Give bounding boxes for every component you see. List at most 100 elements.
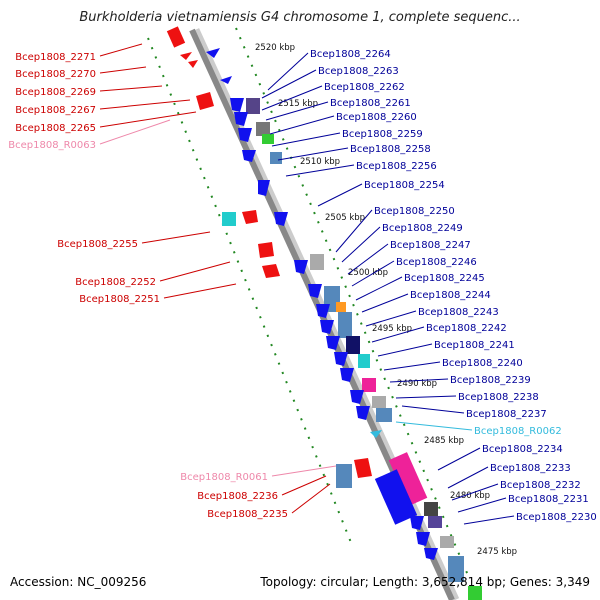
- gene-arrow: [230, 98, 244, 112]
- leader-line: [347, 243, 389, 275]
- leader-line: [395, 421, 473, 431]
- gene-arrow: [340, 368, 354, 382]
- kbp-label: 2485 kbp: [424, 436, 464, 446]
- gene-block: [468, 586, 482, 600]
- gene-label[interactable]: Bcep1808_2233: [490, 463, 571, 474]
- gene-arrow: [234, 112, 248, 126]
- gene-arrow: [424, 548, 438, 560]
- gene-label[interactable]: Bcep1808_2264: [310, 49, 391, 60]
- gene-arrow: [370, 430, 382, 438]
- gene-label[interactable]: Bcep1808_R0063: [8, 140, 96, 151]
- leader-line: [265, 101, 329, 121]
- gene-label[interactable]: Bcep1808_2261: [330, 98, 411, 109]
- leader-line: [271, 465, 337, 477]
- gene-block: [448, 556, 464, 582]
- gene-label[interactable]: Bcep1808_2267: [15, 105, 96, 116]
- leader-line: [281, 475, 327, 496]
- gene-label[interactable]: Bcep1808_2246: [396, 257, 477, 268]
- gene-block: [336, 302, 346, 312]
- gene-label[interactable]: Bcep1808_2237: [466, 409, 547, 420]
- gene-block: [166, 26, 186, 48]
- kbp-label: 2480 kbp: [450, 491, 490, 501]
- leader-line: [269, 115, 335, 135]
- leader-line: [99, 119, 171, 145]
- gene-label[interactable]: Bcep1808_2238: [458, 392, 539, 403]
- leader-line: [371, 326, 425, 343]
- gene-block: [372, 396, 386, 408]
- gene-label[interactable]: Bcep1808_2270: [15, 69, 96, 80]
- gene-arrow: [316, 304, 330, 318]
- leader-line: [437, 447, 481, 471]
- gene-block: [222, 212, 236, 226]
- gene-block: [440, 536, 454, 548]
- gene-block: [388, 452, 428, 506]
- gene-label[interactable]: Bcep1808_2231: [508, 494, 589, 505]
- right-gene-labels: Bcep1808_2264Bcep1808_2263Bcep1808_2262B…: [261, 49, 597, 525]
- gene-label[interactable]: Bcep1808_2259: [342, 129, 423, 140]
- leader-line: [99, 99, 191, 110]
- gene-label[interactable]: Bcep1808_2247: [390, 240, 471, 251]
- gene-label[interactable]: Bcep1808_2250: [374, 206, 455, 217]
- gene-label[interactable]: Bcep1808_2239: [450, 375, 531, 386]
- gene-label[interactable]: Bcep1808_2265: [15, 123, 96, 134]
- gene-arrow: [196, 92, 214, 110]
- gene-label[interactable]: Bcep1808_2241: [434, 340, 515, 351]
- leader-line: [383, 361, 441, 371]
- gene-label[interactable]: Bcep1808_2271: [15, 52, 96, 63]
- gene-label[interactable]: Bcep1808_R0062: [474, 426, 562, 437]
- leader-line: [99, 66, 147, 74]
- leader-line: [317, 183, 363, 207]
- gene-label[interactable]: Bcep1808_2269: [15, 87, 96, 98]
- gene-label[interactable]: Bcep1808_2251: [79, 294, 160, 305]
- gene-label[interactable]: Bcep1808_2236: [197, 491, 278, 502]
- leader-line: [267, 52, 309, 91]
- gene-label[interactable]: Bcep1808_2263: [318, 66, 399, 77]
- gene-arrow: [262, 264, 280, 278]
- gene-block: [374, 469, 418, 525]
- leader-line: [401, 405, 465, 414]
- gene-label[interactable]: Bcep1808_2258: [350, 144, 431, 155]
- gene-label[interactable]: Bcep1808_2254: [364, 180, 445, 191]
- gene-arrow: [410, 516, 424, 530]
- gene-label[interactable]: Bcep1808_2234: [482, 444, 563, 455]
- leader-line: [99, 111, 197, 128]
- leader-line: [457, 497, 507, 513]
- gene-arrow: [334, 352, 348, 366]
- leader-line: [99, 85, 163, 92]
- gene-label[interactable]: Bcep1808_2244: [410, 290, 491, 301]
- gene-arrow: [242, 150, 256, 162]
- gene-label[interactable]: Bcep1808_2230: [516, 512, 597, 523]
- leader-line: [361, 293, 409, 313]
- sequence-summary: Topology: circular; Length: 3,652,814 bp…: [260, 575, 590, 589]
- gene-label[interactable]: Bcep1808_2260: [336, 112, 417, 123]
- map-title: Burkholderia vietnamiensis G4 chromosome…: [79, 10, 521, 25]
- gene-arrow: [242, 210, 258, 224]
- kbp-label: 2500 kbp: [348, 268, 388, 278]
- gene-label[interactable]: Bcep1808_2256: [356, 161, 437, 172]
- gene-label[interactable]: Bcep1808_2249: [382, 223, 463, 234]
- leader-line: [261, 85, 323, 111]
- gene-label[interactable]: Bcep1808_2240: [442, 358, 523, 369]
- gene-label[interactable]: Bcep1808_2245: [404, 273, 485, 284]
- kbp-label: 2510 kbp: [300, 157, 340, 167]
- kbp-label: 2475 kbp: [477, 547, 517, 557]
- gene-label[interactable]: Bcep1808_2255: [57, 239, 138, 250]
- gene-arrow: [274, 212, 288, 226]
- gene-arrow: [206, 48, 220, 58]
- gene-label[interactable]: Bcep1808_2243: [418, 307, 499, 318]
- gene-label[interactable]: Bcep1808_R0061: [180, 472, 268, 483]
- gene-block: [428, 516, 442, 528]
- gene-label[interactable]: Bcep1808_2242: [426, 323, 507, 334]
- gene-label[interactable]: Bcep1808_2262: [324, 82, 405, 93]
- reverse-strand-genes: [206, 48, 482, 600]
- gene-block: [362, 378, 376, 392]
- gene-arrow: [320, 320, 334, 334]
- gene-arrow: [188, 60, 198, 68]
- gene-block: [310, 254, 324, 270]
- kbp-label: 2490 kbp: [397, 379, 437, 389]
- gene-label[interactable]: Bcep1808_2235: [207, 509, 288, 520]
- gene-label[interactable]: Bcep1808_2232: [500, 480, 581, 491]
- gene-label[interactable]: Bcep1808_2252: [75, 277, 156, 288]
